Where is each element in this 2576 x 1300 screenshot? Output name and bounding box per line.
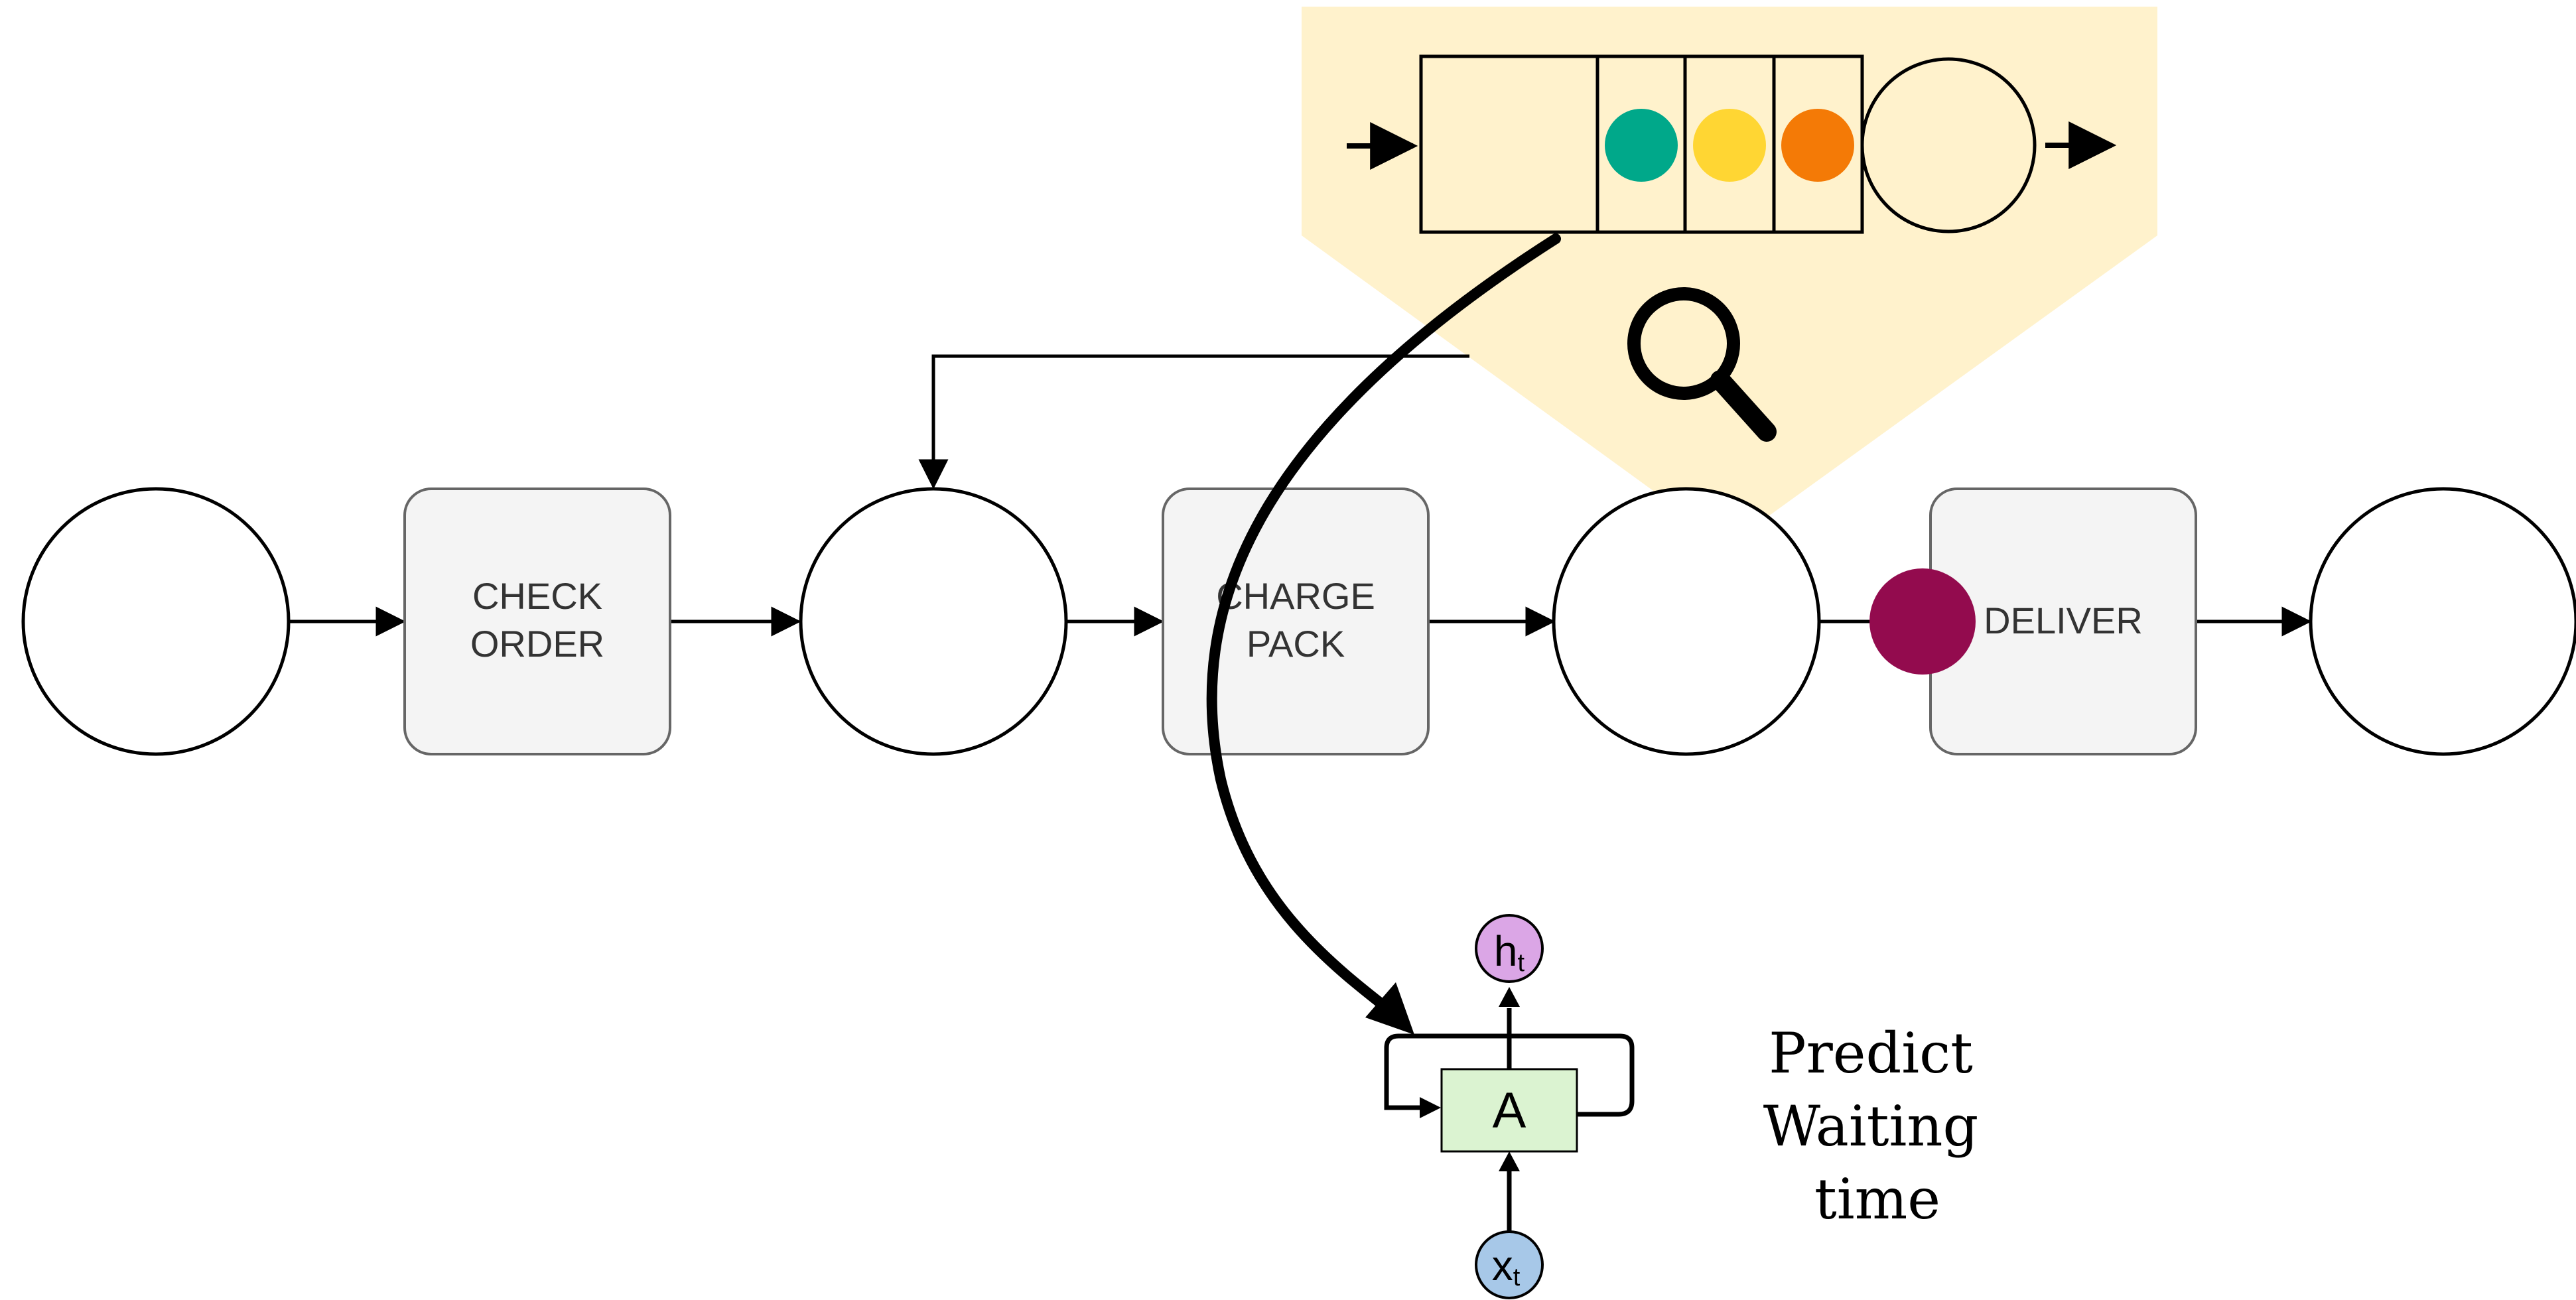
feedback-arrow bbox=[918, 354, 1469, 489]
rnn-input-node bbox=[1475, 1230, 1544, 1299]
prediction-line1: Predict bbox=[1769, 1021, 1973, 1086]
task-label-line2: ORDER bbox=[470, 623, 604, 665]
places bbox=[21, 487, 2576, 756]
place-start bbox=[21, 487, 291, 756]
rnn-input-main: x bbox=[1492, 1242, 1513, 1289]
queue-token-yellow bbox=[1693, 109, 1766, 182]
rnn-input-sub: t bbox=[1513, 1264, 1521, 1291]
rnn-loop-arrowhead bbox=[1420, 1097, 1441, 1118]
rnn-output-main: h bbox=[1494, 927, 1518, 975]
case-token bbox=[1869, 568, 1976, 675]
queue-token-orange bbox=[1781, 109, 1854, 182]
zoom-to-rnn-arrowhead bbox=[1365, 982, 1414, 1035]
task-label-line2: PACK bbox=[1247, 623, 1345, 665]
place-end bbox=[2309, 487, 2576, 756]
prediction-label: Predict Waiting time bbox=[1763, 1021, 1978, 1232]
rnn-cell: A ht xt bbox=[1384, 914, 1635, 1299]
rnn-output-sub: t bbox=[1518, 949, 1525, 977]
place-3 bbox=[1552, 487, 1821, 756]
prediction-line3: time bbox=[1814, 1167, 1940, 1232]
rnn-output-text: ht bbox=[1494, 927, 1525, 977]
task-label-line1: CHARGE bbox=[1216, 575, 1375, 617]
rnn-input-text: xt bbox=[1492, 1242, 1521, 1291]
place-2 bbox=[799, 487, 1068, 756]
rnn-loop bbox=[1384, 1033, 1635, 1117]
zoom-to-rnn-arrow bbox=[1206, 233, 1561, 1023]
rnn-output-node bbox=[1475, 914, 1544, 983]
task-check-order: CHECK ORDER bbox=[403, 487, 671, 755]
rnn-cell-box bbox=[1440, 1068, 1578, 1153]
task-deliver: DELIVER bbox=[1929, 487, 2197, 755]
prediction-line2: Waiting bbox=[1763, 1094, 1978, 1159]
task-label-line1: DELIVER bbox=[1984, 600, 2143, 641]
queue bbox=[1347, 54, 2117, 234]
rnn-cell-label: A bbox=[1493, 1082, 1526, 1139]
task-charge-pack: CHARGE PACK bbox=[1162, 487, 1430, 755]
task-label-line1: CHECK bbox=[472, 575, 602, 617]
magnifier-icon bbox=[1627, 287, 1777, 442]
task-box bbox=[1162, 487, 1430, 755]
queue-token-teal bbox=[1605, 109, 1678, 182]
queue-server bbox=[1860, 57, 2037, 233]
task-box bbox=[403, 487, 671, 755]
